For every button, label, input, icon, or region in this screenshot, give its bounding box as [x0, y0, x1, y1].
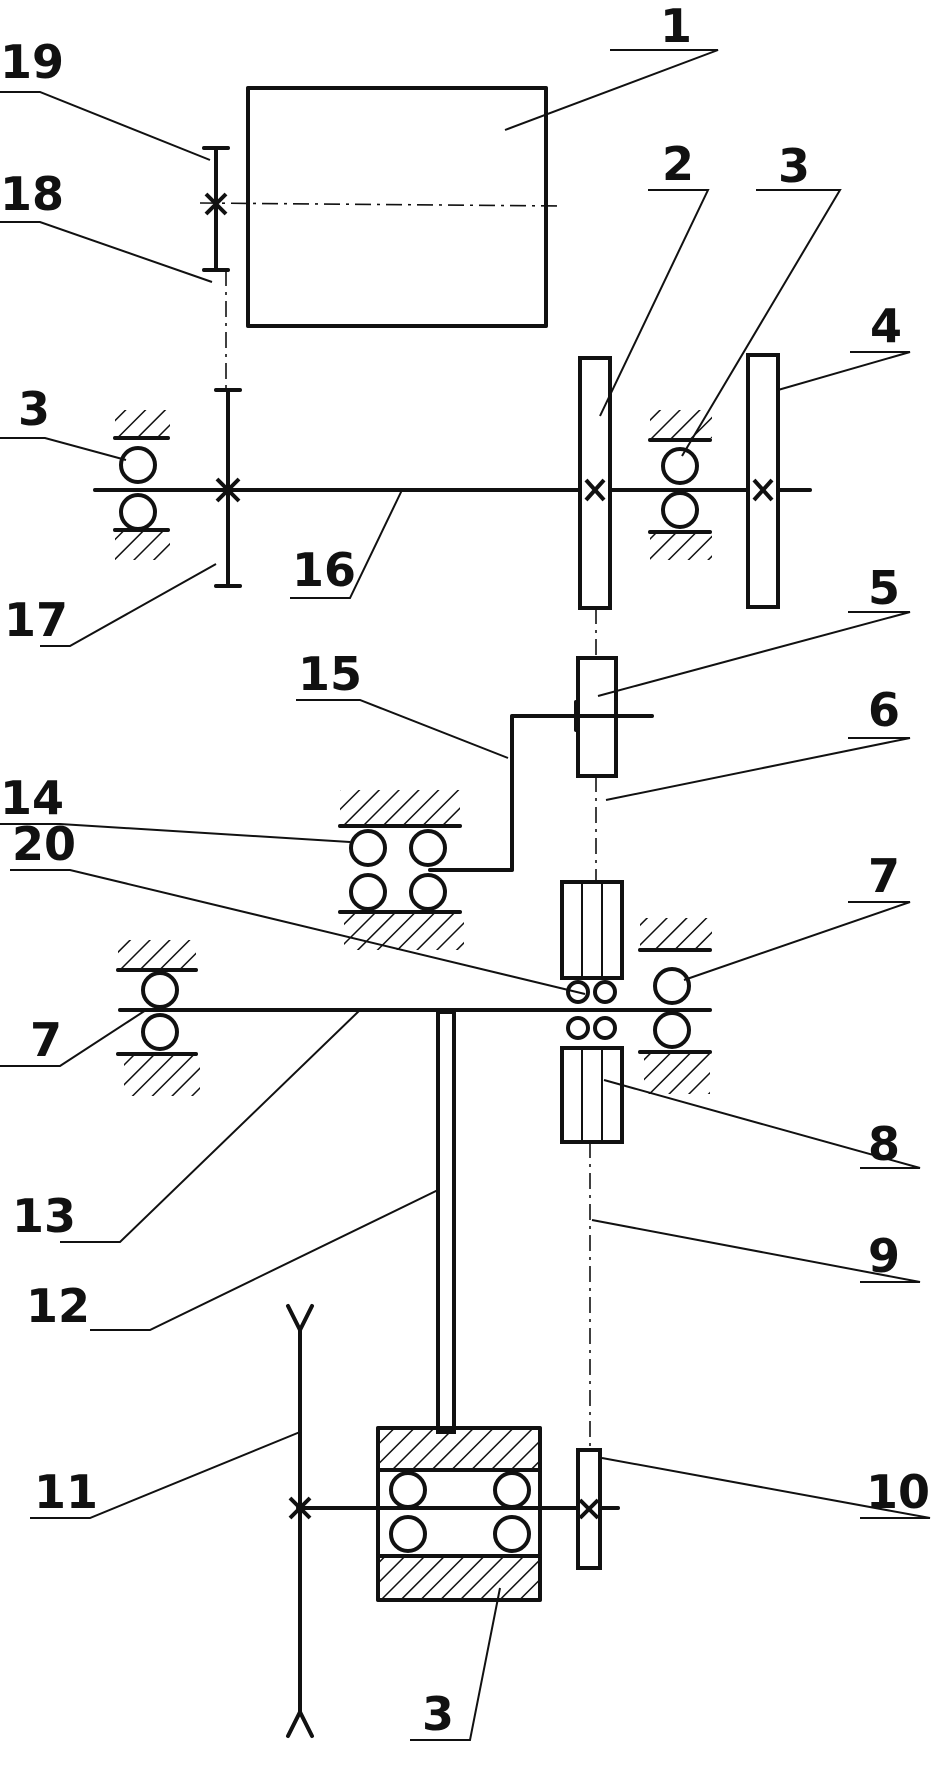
label-15: 15: [298, 647, 362, 701]
label-20: 20: [12, 817, 76, 871]
bearing-14: [338, 790, 464, 950]
label-14: 14: [0, 771, 64, 825]
label-5: 5: [868, 561, 900, 615]
rod-12: [436, 1010, 456, 1434]
label-9: 9: [868, 1229, 900, 1283]
pulley-8: [560, 880, 624, 1144]
label-19: 19: [0, 35, 64, 89]
label-13: 13: [12, 1189, 76, 1243]
label-7a: 7: [30, 1013, 62, 1067]
label-1: 1: [660, 0, 692, 53]
label-8: 8: [868, 1117, 900, 1171]
label-7b: 7: [868, 849, 900, 903]
gear-19: [202, 146, 230, 272]
label-12: 12: [26, 1279, 90, 1333]
bearing-3-right: [648, 410, 712, 560]
bearing-20: [566, 980, 617, 1040]
leader-lines: [0, 49, 931, 1741]
label-17: 17: [4, 593, 68, 647]
label-11: 11: [34, 1465, 98, 1519]
label-10: 10: [866, 1465, 930, 1519]
wheel-11: [286, 1304, 314, 1738]
bearing-housing-3: [376, 1426, 542, 1602]
label-16: 16: [292, 543, 356, 597]
label-18: 18: [0, 167, 64, 221]
label-3c: 3: [422, 1687, 454, 1741]
label-3b: 3: [18, 382, 50, 436]
crank-15: [428, 714, 654, 872]
label-4: 4: [870, 299, 902, 353]
bearing-3-left: [113, 410, 170, 560]
pulley-2: [578, 356, 612, 610]
bearing-7-left: [116, 940, 200, 1096]
motor-axis: [199, 202, 563, 207]
flywheel-4: [746, 353, 780, 609]
label-2: 2: [662, 137, 694, 191]
bearing-7-right: [638, 918, 712, 1094]
label-3a: 3: [778, 139, 810, 193]
label-6: 6: [868, 683, 900, 737]
motor-block: [246, 86, 548, 328]
gear-17: [214, 388, 242, 588]
